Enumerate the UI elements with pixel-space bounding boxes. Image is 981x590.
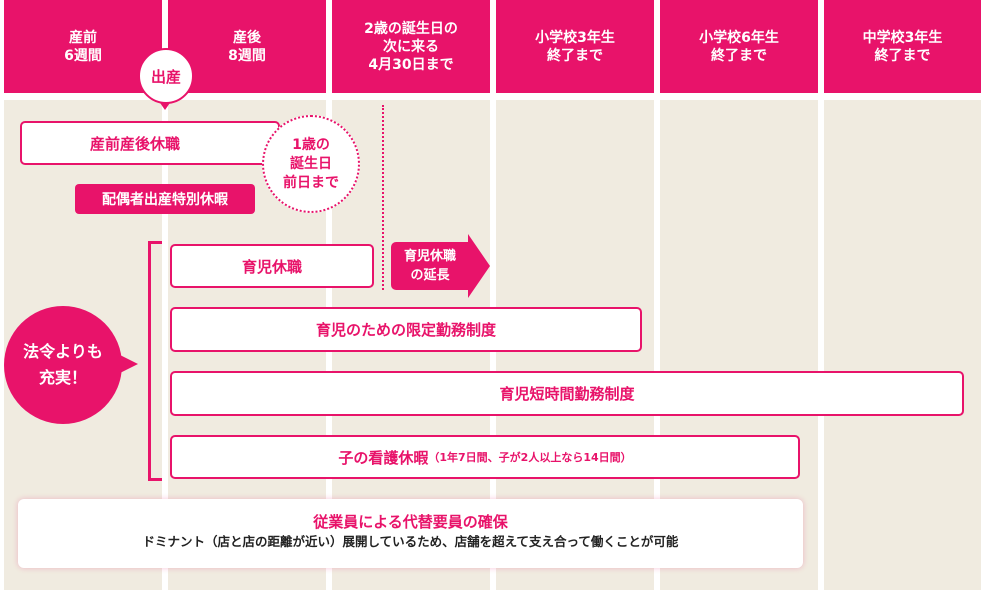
short-hours-bar: 育児短時間勤務制度 (170, 371, 964, 416)
substitute-title: 従業員による代替要員の確保 (313, 513, 508, 531)
first-birthday-bubble: 1歳の 誕生日 前日まで (262, 115, 360, 213)
header-junior3: 中学校3年生 終了まで (824, 0, 981, 93)
bracket (148, 241, 162, 481)
spouse-leave-tag: 配偶者出産特別休暇 (75, 184, 255, 214)
header-prenatal: 産前 6週間 (4, 0, 162, 93)
nursing-note: （1年7日間、子が2人以上なら14日間） (428, 451, 632, 464)
childcare-leave-bar: 育児休職 (170, 244, 374, 288)
substitute-box: 従業員による代替要員の確保 ドミナント（店と店の距離が近い）展開しているため、店… (18, 499, 803, 568)
header-age2: 2歳の誕生日の 次に来る 4月30日まで (332, 0, 490, 93)
limited-work-bar: 育児のための限定勤務制度 (170, 307, 642, 352)
nursing-leave-bar: 子の看護休暇（1年7日間、子が2人以上なら14日間） (170, 435, 800, 479)
badge-pointer (120, 355, 138, 373)
beyond-law-badge: 法令よりも 充実！ (4, 306, 122, 424)
header-grade3: 小学校3年生 終了まで (496, 0, 654, 93)
substitute-desc: ドミナント（店と店の距離が近い）展開しているため、店舗を超えて支え合って働くこと… (142, 534, 679, 549)
birth-pointer (158, 100, 172, 110)
arrow-head-icon (468, 234, 490, 298)
maternity-leave-bar: 産前産後休職 (20, 121, 280, 165)
header-postnatal: 産後 8週間 (168, 0, 326, 93)
column (824, 100, 981, 590)
birth-bubble: 出産 (138, 48, 194, 104)
birth-label: 出産 (150, 67, 181, 86)
header-grade6: 小学校6年生 終了まで (660, 0, 818, 93)
extension-arrow: 育児休職 の延長 (391, 242, 469, 290)
age1-divider (382, 105, 384, 290)
